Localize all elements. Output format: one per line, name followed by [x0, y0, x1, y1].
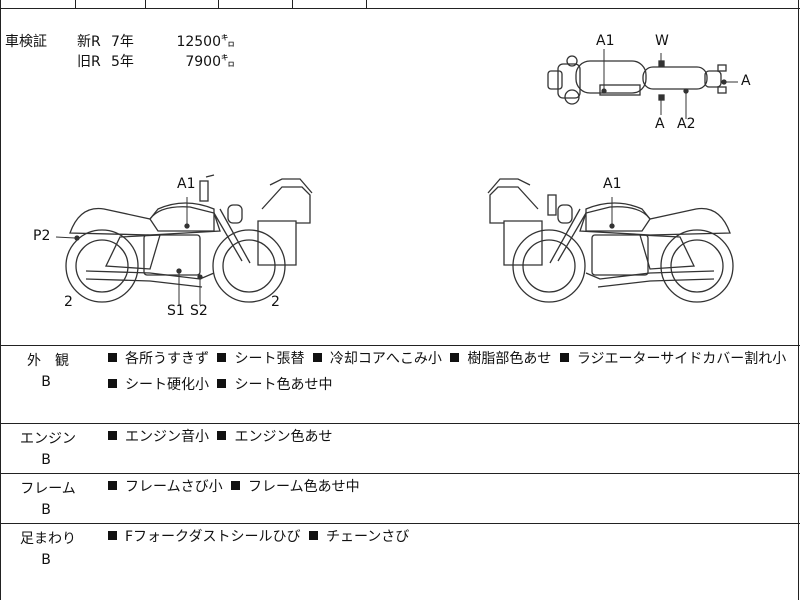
left-s1-label: S1 [167, 303, 185, 319]
section-grade: B [41, 374, 51, 390]
section-suspension: 足まわり B Fフォークダストシールひび チェーンさび [0, 524, 800, 600]
bullet-square-icon [217, 353, 227, 362]
bullet-square-icon [108, 353, 117, 362]
new-amount: 12500㌔ [176, 34, 235, 50]
bullet-square-icon [108, 481, 117, 490]
bullet-square-icon [108, 531, 117, 540]
bullet-square-icon [217, 379, 227, 388]
left-a1-label: A1 [177, 176, 196, 192]
bullet-square-icon [308, 531, 318, 540]
left-p2-label: P2 [33, 228, 51, 244]
left-2-rear-label: 2 [271, 294, 280, 310]
new-type: 新R [77, 34, 101, 50]
left-s2-label: S2 [190, 303, 208, 319]
section-engine: エンジン B エンジン音小 エンジン色あせ [0, 424, 800, 473]
section-items: エンジン音小 エンジン色あせ [104, 424, 794, 450]
damage-diagrams: A1 W A A A2 A1 P2 2 2 S1 S2 A1 [0, 9, 800, 345]
inspection-label: 車検証 [5, 34, 47, 50]
section-name: エンジン [20, 431, 76, 447]
left-view-motorcycle [55, 174, 313, 305]
motorcycle-diagrams [55, 49, 738, 305]
item: シート張替 [234, 351, 305, 367]
section-name: 足まわり [20, 531, 76, 547]
bullet-square-icon [231, 481, 241, 490]
item: チェーンさび [325, 529, 410, 545]
bullet-square-icon [559, 353, 569, 362]
item: フレームさび小 [125, 479, 223, 495]
top-a-right-label: A [741, 73, 751, 89]
item: エンジン音小 [125, 429, 209, 445]
item: フレーム色あせ中 [248, 479, 360, 495]
bullet-square-icon [108, 431, 117, 440]
item: シート色あせ中 [234, 377, 333, 393]
top-a-bottom-label: A [655, 116, 665, 132]
old-years: 5年 [111, 54, 134, 70]
section-items: Fフォークダストシールひび チェーンさび [104, 524, 794, 550]
section-frame: フレーム B フレームさび小 フレーム色あせ中 [0, 474, 800, 523]
divider [0, 423, 800, 424]
item: Fフォークダストシールひび [125, 529, 301, 545]
divider [0, 345, 800, 346]
section-name: 外 観 [27, 353, 69, 369]
section-grade: B [41, 502, 51, 518]
section-items: 各所うすきず シート張替 冷却コアへこみ小 樹脂部色あせ ラジエーターサイドカバ… [104, 346, 794, 398]
old-type: 旧R [77, 54, 101, 70]
right-view-motorcycle [487, 178, 734, 303]
item: シート硬化小 [125, 377, 209, 393]
section-items: フレームさび小 フレーム色あせ中 [104, 474, 794, 500]
old-amount: 7900㌔ [185, 54, 235, 70]
top-table-strip [0, 0, 800, 9]
item: エンジン色あせ [234, 429, 333, 445]
top-view-motorcycle [547, 49, 738, 119]
bullet-square-icon [312, 353, 322, 362]
inspection-record: 車検証 新R 7年 12500㌔ 旧R 5年 7900㌔ [5, 32, 235, 72]
bullet-square-icon [217, 431, 227, 440]
item: ラジエーターサイドカバー割れ小 [576, 351, 787, 367]
new-years: 7年 [111, 34, 134, 50]
top-w-label: W [655, 33, 669, 49]
item: 冷却コアへこみ小 [329, 351, 442, 367]
divider [0, 473, 800, 474]
right-a1-label: A1 [603, 176, 622, 192]
section-name: フレーム [20, 481, 76, 497]
section-grade: B [41, 452, 51, 468]
divider [0, 523, 800, 524]
top-a1-label: A1 [596, 33, 615, 49]
section-grade: B [41, 552, 51, 568]
bullet-square-icon [108, 379, 117, 388]
section-exterior: 外 観 B 各所うすきず シート張替 冷却コアへこみ小 樹脂部色あせ ラジエータ… [0, 346, 800, 423]
left-2-front-label: 2 [64, 294, 73, 310]
item: 各所うすきず [125, 351, 209, 367]
item: 樹脂部色あせ [467, 351, 552, 367]
top-a2-label: A2 [677, 116, 696, 132]
bullet-square-icon [450, 353, 460, 362]
